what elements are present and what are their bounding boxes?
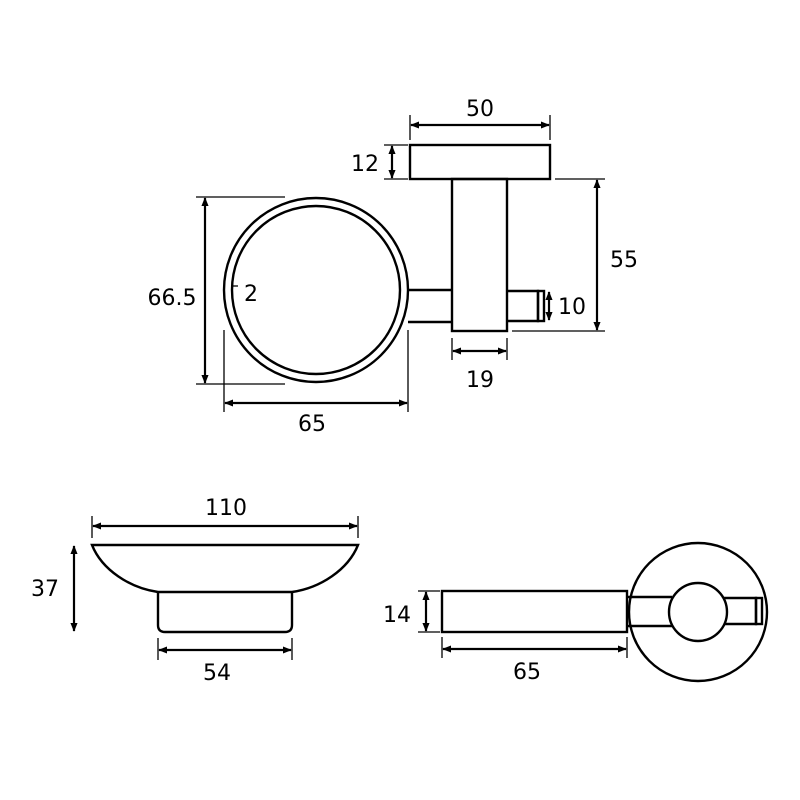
dim-arm-length: 65 — [441, 637, 628, 685]
plate-disc — [627, 541, 769, 683]
arm-top-view — [440, 541, 769, 683]
dish-base — [156, 592, 294, 634]
dim-tip-height-label: 10 — [558, 295, 586, 320]
dim-ring-height: 66.5 — [148, 196, 285, 385]
post-disc — [667, 581, 729, 643]
dim-total-depth-label: 55 — [610, 248, 638, 273]
dim-dish-base-label: 54 — [203, 661, 231, 686]
ring-inner — [230, 204, 402, 376]
end-cap — [536, 289, 546, 323]
dim-dish-height-label: 37 — [31, 577, 59, 602]
dim-dish-width-label: 110 — [205, 496, 247, 521]
dish-bowl — [90, 543, 360, 594]
arm-tip — [724, 596, 758, 626]
post — [450, 177, 509, 333]
dim-dish-height: 37 — [31, 545, 78, 632]
arm-bar — [440, 589, 629, 634]
dim-total-depth: 55 — [512, 178, 638, 332]
soap-dish-view — [90, 543, 360, 634]
dim-plate-thickness-label: 12 — [351, 152, 379, 177]
dim-ring-wall-label: 2 — [244, 282, 258, 307]
dim-post-width: 19 — [451, 338, 508, 393]
arm-stub-left — [408, 288, 452, 324]
dim-ring-width: 65 — [223, 330, 409, 437]
dim-ring-wall: 2 — [232, 282, 258, 307]
dim-ring-height-label: 66.5 — [148, 286, 197, 311]
dim-plate-width: 50 — [409, 97, 551, 140]
dim-arm-height: 14 — [383, 590, 440, 633]
dim-plate-width-label: 50 — [466, 97, 494, 122]
dim-post-width-label: 19 — [466, 368, 494, 393]
dim-dish-width: 110 — [91, 496, 359, 538]
holder-side-view — [222, 143, 552, 384]
dim-arm-length-label: 65 — [513, 660, 541, 685]
dim-tip-height: 10 — [545, 291, 586, 321]
dim-ring-width-label: 65 — [298, 412, 326, 437]
wall-plate — [408, 143, 552, 181]
dim-plate-thickness: 12 — [351, 144, 408, 180]
dim-arm-height-label: 14 — [383, 603, 411, 628]
arm-tip-cap — [754, 596, 764, 626]
arm-stub-right — [507, 289, 540, 323]
dim-dish-base: 54 — [157, 638, 293, 686]
arm-extension — [627, 595, 672, 628]
